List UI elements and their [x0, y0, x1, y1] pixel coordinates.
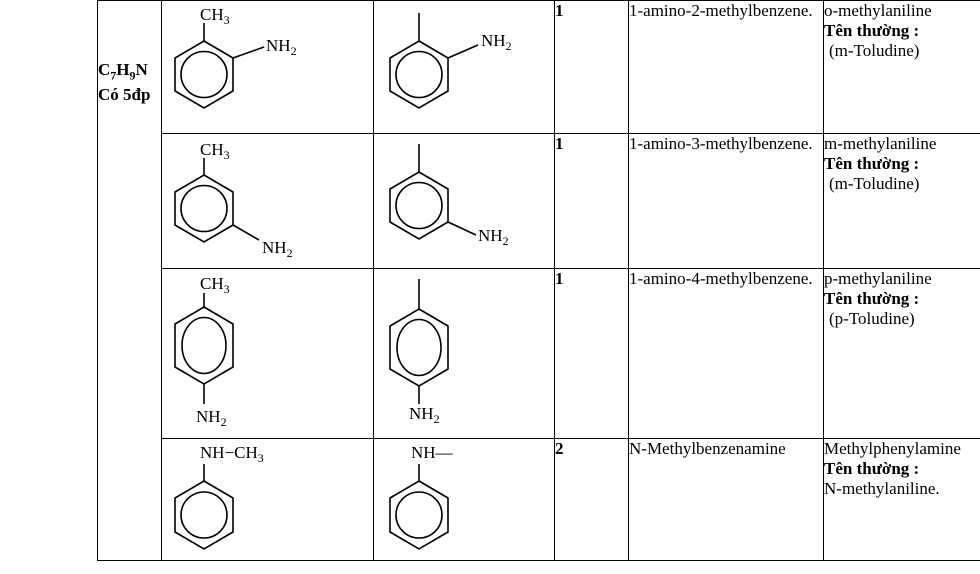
- condensed-structure-cell: CH3 NH2: [161, 268, 374, 439]
- ch3-label: CH3: [200, 5, 230, 27]
- ch3-label: CH3: [200, 274, 230, 296]
- trivial-name: (m-Toludine): [829, 174, 920, 193]
- nh-ch3-label: NH−CH3: [200, 443, 264, 465]
- formula-h-count: 9: [129, 68, 136, 83]
- isomer-count: 2: [554, 438, 629, 561]
- isomer-count: 1: [554, 133, 629, 269]
- skeletal-structure-cell: NH2: [373, 268, 555, 439]
- skeletal-structure-cell: NH2: [373, 133, 555, 269]
- isomer-total: Có 5đp: [98, 85, 151, 105]
- table-row: C7H9N Có 5đp CH3 NH2: [97, 0, 980, 561]
- meta-condensed-structure: CH3 NH2: [174, 140, 293, 260]
- condensed-structure-cell: CH3 NH2: [161, 0, 374, 134]
- trivial-name-label: Tên thường :: [824, 154, 920, 173]
- para-condensed-structure: CH3 NH2: [174, 274, 234, 429]
- table-row: CH3 NH2 NH2 1 1-amino-3-methylbenzene. m…: [98, 133, 980, 269]
- isomer-count: 1: [554, 268, 629, 439]
- common-name-cell: Methylphenylamine Tên thường : N-methyla…: [823, 438, 980, 561]
- nh2-label: NH2: [478, 226, 509, 248]
- systematic-name: 1-amino-4-methylbenzene.: [628, 268, 824, 439]
- para-skeletal-structure: NH2: [389, 279, 449, 426]
- common-name-cell: m-methylaniline Tên thường : (m-Toludine…: [823, 133, 980, 269]
- trivial-name-label: Tên thường :: [824, 289, 920, 308]
- trivial-name-label: Tên thường :: [824, 459, 920, 478]
- formula-c: C: [98, 60, 111, 79]
- n-methyl-condensed-structure: NH−CH3: [174, 443, 264, 550]
- condensed-structure-cell: CH3 NH2: [161, 133, 374, 269]
- ortho-condensed-structure: CH3 NH2: [174, 5, 297, 109]
- common-name: m-methylaniline: [824, 134, 937, 153]
- isomer-table: C7H9N Có 5đp CH3 NH2: [97, 0, 980, 561]
- systematic-name: 1-amino-3-methylbenzene.: [628, 133, 824, 269]
- skeletal-structure-cell: NH—: [373, 438, 555, 561]
- nh2-label: NH2: [262, 238, 293, 260]
- common-name-cell: p-methylaniline Tên thường : (p-Toludine…: [823, 268, 980, 439]
- ortho-skeletal-structure: NH2: [389, 13, 512, 109]
- nh2-label: NH2: [266, 36, 297, 58]
- common-name: p-methylaniline: [824, 269, 932, 288]
- n-methyl-skeletal-structure: NH—: [389, 443, 454, 550]
- systematic-name: 1-amino-2-methylbenzene.: [628, 0, 824, 134]
- common-name: Methylphenylamine: [824, 439, 961, 458]
- common-name: o-methylaniline: [824, 1, 932, 20]
- formula-h: H: [116, 60, 130, 79]
- condensed-structure-cell: NH−CH3: [161, 438, 374, 561]
- trivial-name-label: Tên thường :: [824, 21, 920, 40]
- skeletal-structure-cell: NH2: [373, 0, 555, 134]
- systematic-name: N-Methylbenzenamine: [628, 438, 824, 561]
- nh2-label: NH2: [409, 404, 440, 426]
- table-row: CH3 NH2 NH2 1 1-amino-4-methylbenzene. p…: [98, 268, 980, 439]
- nh2-label: NH2: [196, 407, 227, 429]
- trivial-name: (m-Toludine): [829, 41, 920, 60]
- formula-n: N: [135, 60, 148, 79]
- molecular-formula-cell: C7H9N Có 5đp: [97, 0, 162, 561]
- nh-label: NH—: [411, 443, 454, 462]
- trivial-name: (p-Toludine): [829, 309, 915, 328]
- meta-skeletal-structure: NH2: [389, 144, 509, 248]
- common-name-cell: o-methylaniline Tên thường : (m-Toludine…: [823, 0, 980, 134]
- trivial-name: N-methylaniline.: [824, 479, 940, 498]
- nh2-label: NH2: [481, 31, 512, 53]
- formula-c-count: 7: [110, 68, 117, 83]
- table-row: NH−CH3 NH— 2 N-Methylbenzenamine Methylp…: [98, 438, 980, 561]
- ch3-label: CH3: [200, 140, 230, 162]
- isomer-count: 1: [554, 0, 629, 134]
